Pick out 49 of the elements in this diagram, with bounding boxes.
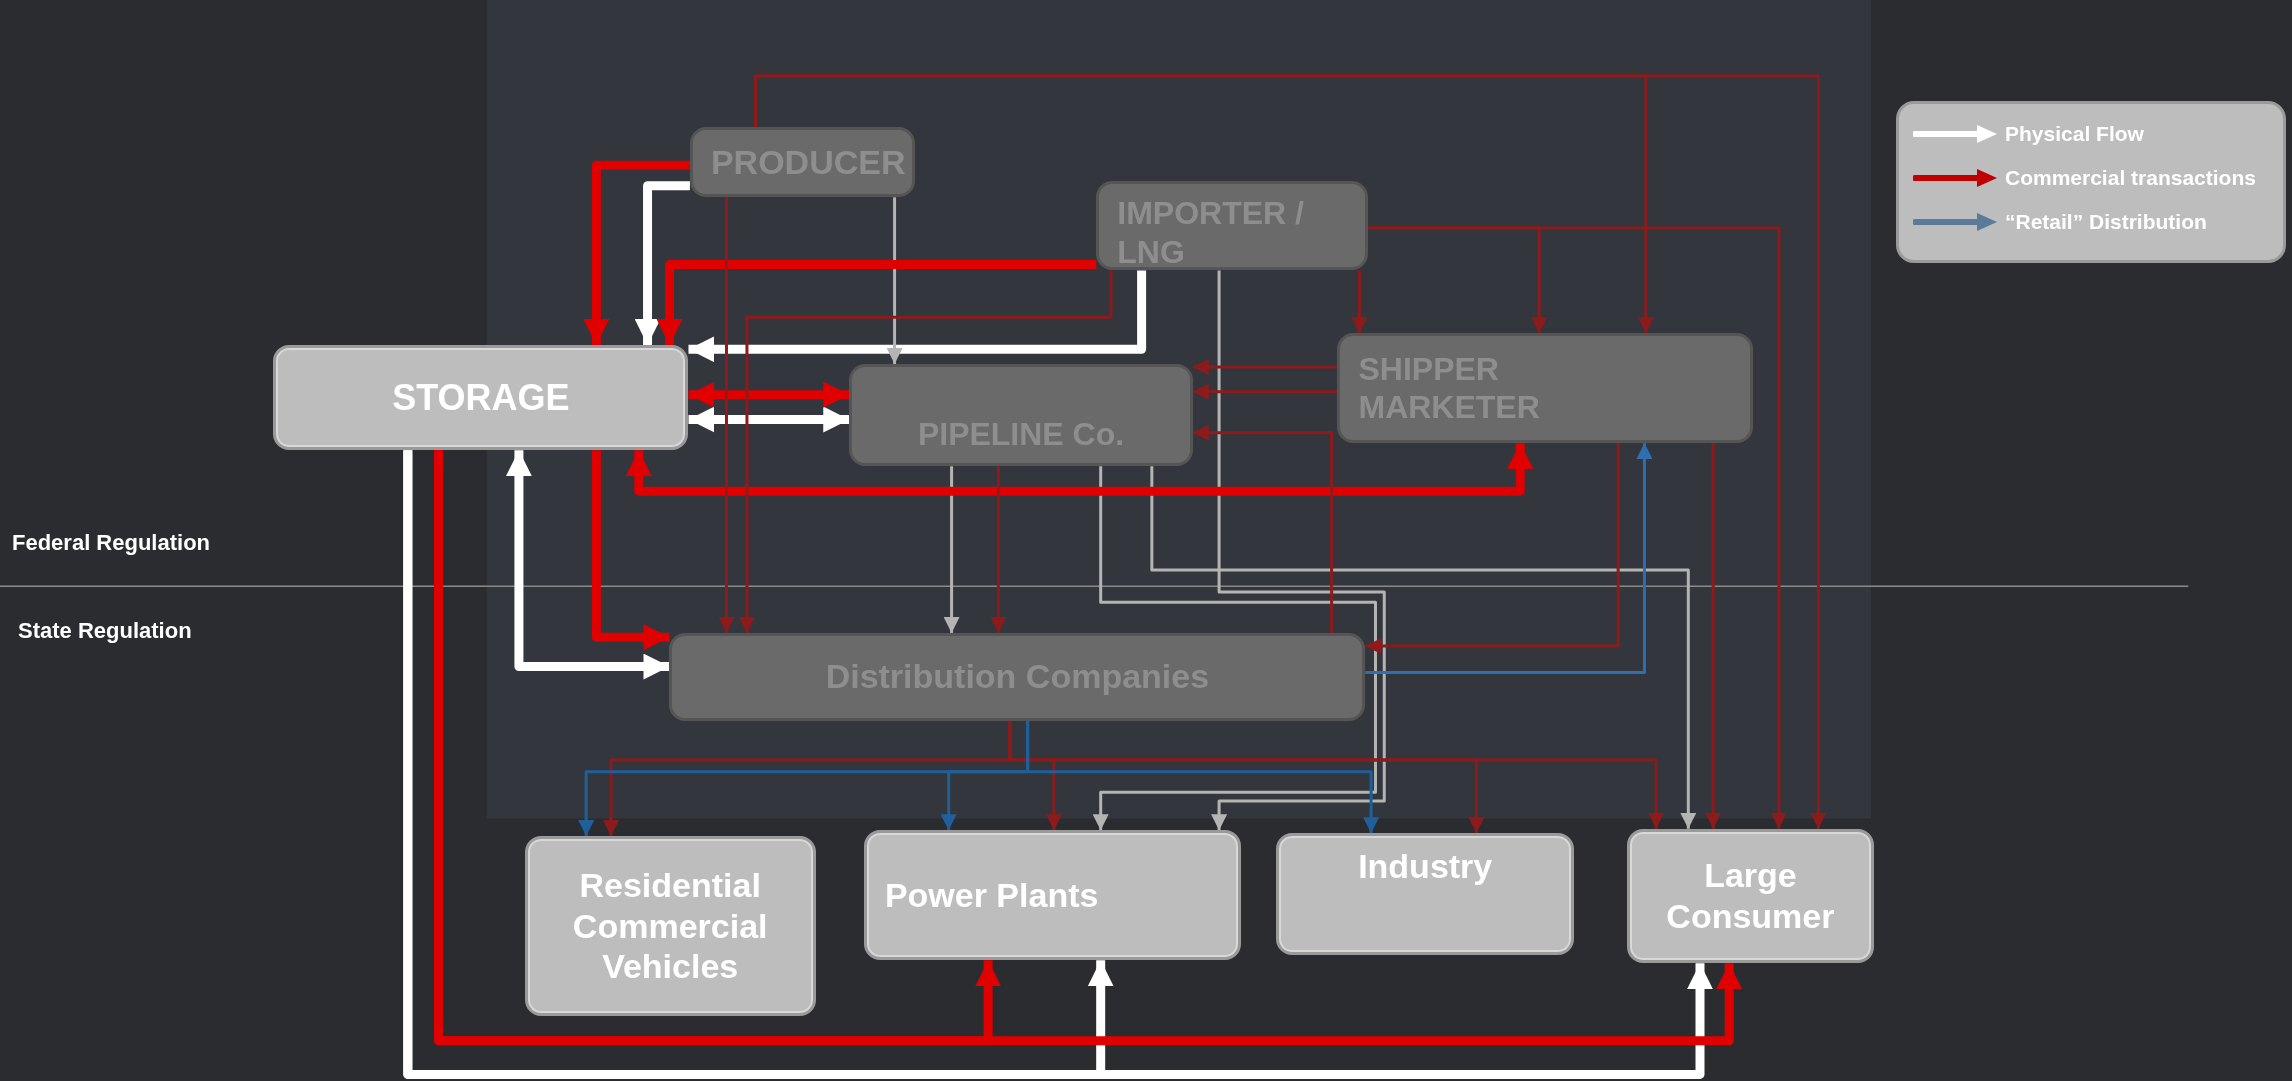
arrow [1705, 442, 1722, 829]
arrow [754, 74, 1827, 829]
arrow [1008, 720, 1665, 829]
process-box [863, 830, 1241, 961]
arrow [634, 181, 690, 345]
process-box [273, 344, 689, 451]
arrow [505, 450, 670, 680]
node-label: Industry [1358, 846, 1493, 887]
arrow [1211, 270, 1386, 831]
arrow [403, 450, 1114, 1079]
arrow [625, 442, 1534, 496]
arrow [688, 381, 850, 408]
arrow [583, 160, 690, 345]
arrow [688, 270, 1147, 363]
arrow [1092, 466, 1377, 831]
arrow [1368, 226, 1787, 829]
legend-label: Physical Flow [2005, 122, 2144, 146]
arrow [1351, 270, 1368, 334]
legend-label: “Retail” Distribution [2005, 210, 2207, 234]
process-box [1276, 833, 1575, 955]
process-box [524, 836, 816, 1016]
process-box [689, 127, 916, 198]
node-label: Residential Commercial Vehicles [571, 864, 769, 988]
arrow [1192, 358, 1338, 375]
arrow [1192, 424, 1334, 633]
process-box [1626, 828, 1874, 964]
region-label: State Regulation [18, 618, 192, 644]
legend-label: Commercial transactions [2005, 166, 2256, 190]
arrow [1150, 466, 1697, 829]
arrow [738, 270, 1113, 633]
arrow [591, 450, 670, 651]
arrow [1365, 442, 1653, 674]
process-box [669, 632, 1366, 721]
arrow [718, 197, 735, 633]
arrow [1365, 442, 1620, 655]
node-label: Large Consumer [1665, 855, 1836, 937]
arrow [1192, 383, 1338, 400]
arrow [656, 260, 1097, 345]
arrow [943, 466, 960, 633]
arrow [1026, 720, 1380, 834]
process-box [1096, 181, 1369, 271]
arrow [886, 197, 903, 364]
node-label: STORAGE [392, 376, 570, 420]
arrow [990, 466, 1007, 633]
process-box [849, 363, 1193, 467]
arrow [688, 406, 850, 433]
node-label: Power Plants [884, 874, 1099, 916]
region-label: Federal Regulation [12, 530, 211, 556]
process-box [1337, 333, 1753, 443]
